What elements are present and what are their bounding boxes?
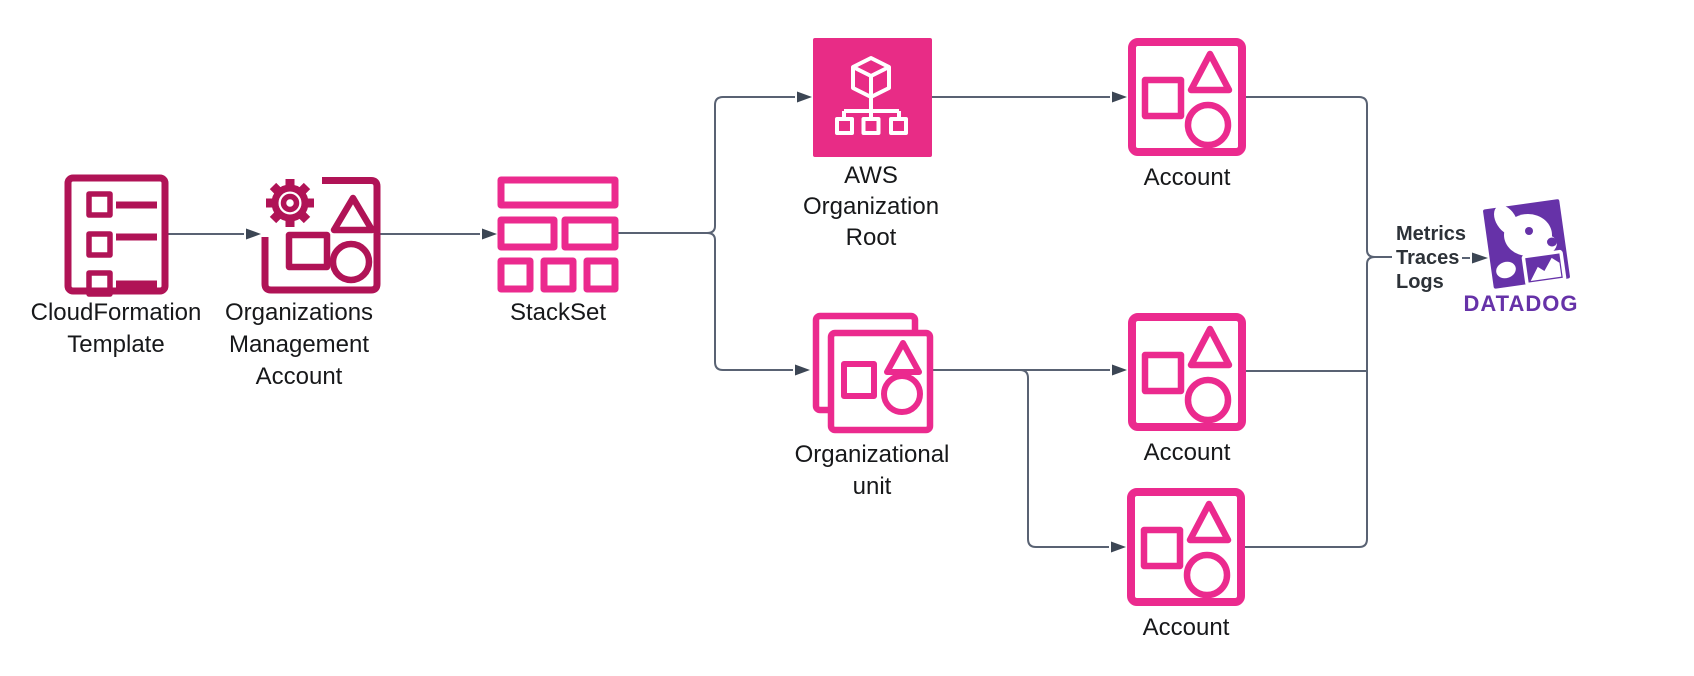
account-middle-label: Account bbox=[1143, 439, 1231, 466]
datadog-wordmark: DATADOG bbox=[1463, 291, 1579, 316]
aws-organization-root-icon bbox=[813, 38, 932, 157]
organizational-unit-icon bbox=[812, 312, 934, 434]
stackset-label: StackSet bbox=[509, 299, 607, 326]
account-top-icon bbox=[1132, 42, 1242, 152]
organizations-management-account-label: Organizations Management Account bbox=[224, 299, 374, 390]
account-bottom-icon bbox=[1131, 492, 1241, 602]
datadog-dog-icon bbox=[1494, 205, 1567, 287]
account-top-label: Account bbox=[1143, 164, 1231, 191]
organizations-management-account-icon bbox=[261, 177, 381, 294]
connector-lines bbox=[166, 91, 1488, 553]
account-middle-icon bbox=[1132, 317, 1242, 427]
aws-organization-root-label: AWS Organization Root bbox=[802, 162, 940, 251]
telemetry-edge-label: Metrics Traces Logs bbox=[1396, 223, 1467, 293]
organizational-unit-label: Organizational unit bbox=[794, 441, 950, 500]
gear-icon bbox=[266, 179, 314, 227]
cloudformation-template-label: CloudFormation Template bbox=[30, 299, 202, 358]
cloudformation-template-icon bbox=[64, 174, 169, 297]
datadog-logo bbox=[1483, 199, 1570, 289]
stackset-icon bbox=[497, 176, 619, 293]
account-bottom-label: Account bbox=[1142, 614, 1230, 641]
